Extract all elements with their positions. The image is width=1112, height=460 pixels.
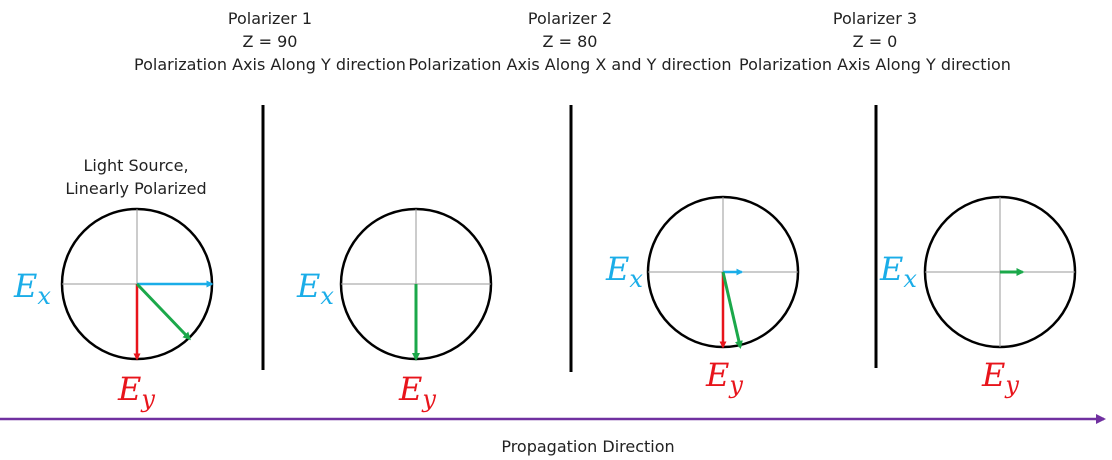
light-source-label-line-1: Light Source, [83, 156, 188, 175]
stage-light-source [60, 207, 214, 361]
ey-label-1: Ey [117, 370, 155, 413]
ey-label-4: Ey [981, 356, 1019, 399]
resultant-vector [135, 282, 191, 341]
light-source-label-line-2: Linearly Polarized [65, 179, 206, 198]
polarizer-3-title: Polarizer 3 Z = 0 Polarization Axis Alon… [739, 7, 1011, 76]
svg-text:Ey: Ey [117, 370, 155, 413]
polarizer-3-z: Z = 0 [852, 32, 898, 51]
polarizer-1-z: Z = 90 [242, 32, 298, 51]
svg-text:Ex: Ex [605, 250, 643, 293]
resultant-vector [721, 271, 743, 349]
polarizer-1-name: Polarizer 1 [227, 9, 313, 28]
polarizer-2-z: Z = 80 [542, 32, 598, 51]
propagation-label: Propagation Direction [501, 437, 674, 456]
polarizer-2-axis: Polarization Axis Along X and Y directio… [408, 55, 732, 74]
svg-text:Ex: Ex [879, 250, 917, 293]
ex-label-2: Ex [296, 267, 334, 310]
stage-after-polarizer-1 [339, 207, 493, 361]
polarizer-3-axis: Polarization Axis Along Y direction [739, 55, 1011, 74]
ex-label-3: Ex [605, 250, 643, 293]
polarizer-1-title: Polarizer 1 Z = 90 Polarization Axis Alo… [134, 7, 406, 76]
stage-after-polarizer-2 [646, 195, 800, 349]
svg-text:Ex: Ex [13, 267, 51, 310]
svg-text:Ey: Ey [398, 370, 436, 413]
ex-label-1: Ex [13, 267, 51, 310]
svg-text:Ey: Ey [981, 356, 1019, 399]
ey-label-2: Ey [398, 370, 436, 413]
svg-text:Ey: Ey [705, 356, 743, 399]
polarizer-3-name: Polarizer 3 [832, 9, 918, 28]
polarizer-2-title: Polarizer 2 Z = 80 Polarization Axis Alo… [408, 7, 731, 76]
stage-after-polarizer-3 [923, 195, 1077, 349]
polarizer-1-axis: Polarization Axis Along Y direction [134, 55, 406, 74]
svg-text:Ex: Ex [296, 267, 334, 310]
ex-label-4: Ex [879, 250, 917, 293]
ey-label-3: Ey [705, 356, 743, 399]
polarizer-2-name: Polarizer 2 [527, 9, 613, 28]
